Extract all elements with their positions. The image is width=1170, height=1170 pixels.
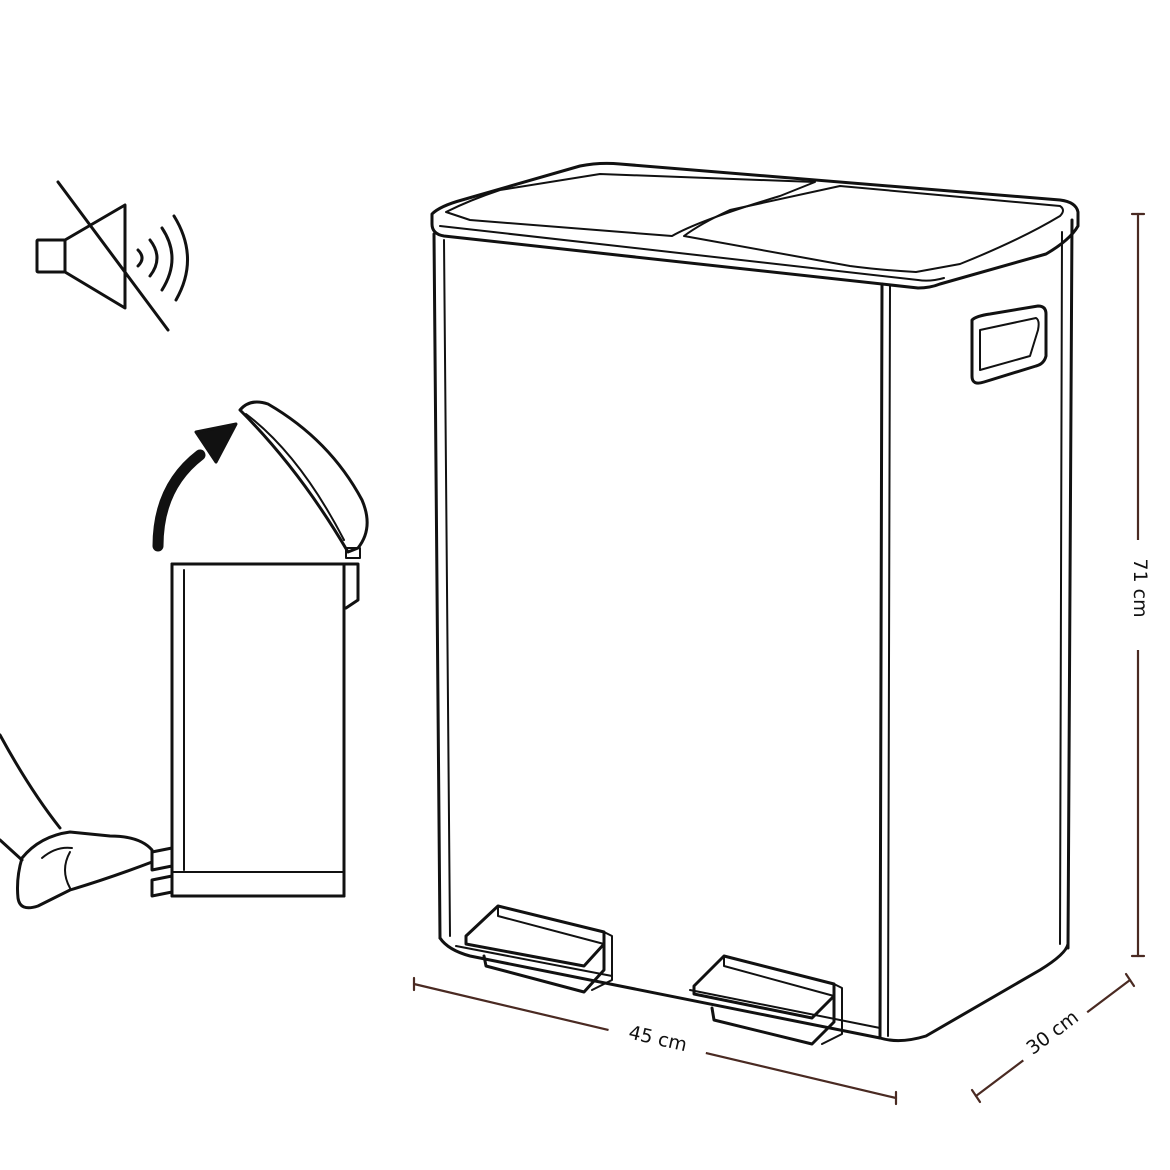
dual-bin-illustration — [430, 161, 1080, 1046]
depth-dimension: 30 cm — [970, 972, 1136, 1104]
height-dimension: 71 cm — [1112, 212, 1160, 958]
small-bin-illustration — [150, 400, 369, 898]
curved-arrow-up-icon — [152, 422, 238, 552]
foot-pressing-pedal — [0, 733, 154, 910]
height-label: 71 cm — [1129, 558, 1151, 617]
speaker-muted-icon — [35, 180, 189, 332]
width-dimension: 45 cm — [412, 976, 898, 1106]
